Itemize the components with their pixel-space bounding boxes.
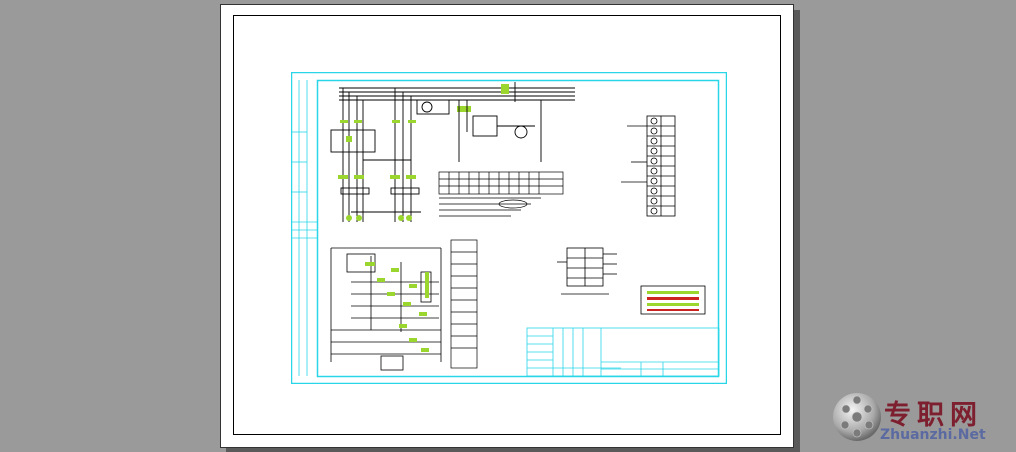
drawing-sheet: 5.5KV 馈线柜一、二次电气原理图 （一柜一张） (220, 4, 794, 448)
outer-frame (291, 72, 727, 384)
primary-green-marks (338, 84, 509, 221)
terminal-strip (621, 115, 676, 217)
title-rest: 馈线柜一、二次电气原理图 (632, 342, 704, 350)
sheet-border (233, 15, 781, 435)
soccer-ball-icon (833, 393, 881, 441)
pt-circuit (458, 82, 542, 162)
title-main: 5.5KV (607, 341, 631, 350)
watermark-chinese: 专职网 (884, 400, 983, 431)
title-block (526, 327, 720, 377)
legend-table (450, 239, 478, 369)
busbars (339, 87, 575, 101)
secondary-green-marks (365, 262, 429, 352)
relay-block (557, 247, 617, 295)
inner-frame (316, 79, 720, 378)
terminal-table (438, 171, 564, 217)
left-margin-table (291, 80, 317, 376)
title-subtitle: （一柜一张） (641, 353, 671, 360)
color-legend-box (640, 285, 706, 315)
watermark-english: Zhuanzhi.Net (880, 427, 986, 443)
cad-drawing: 5.5KV 馈线柜一、二次电气原理图 （一柜一张） (291, 72, 727, 384)
primary-circuit-a (330, 88, 450, 222)
watermark: 专职网 Zhuanzhi.Net (832, 383, 1016, 452)
